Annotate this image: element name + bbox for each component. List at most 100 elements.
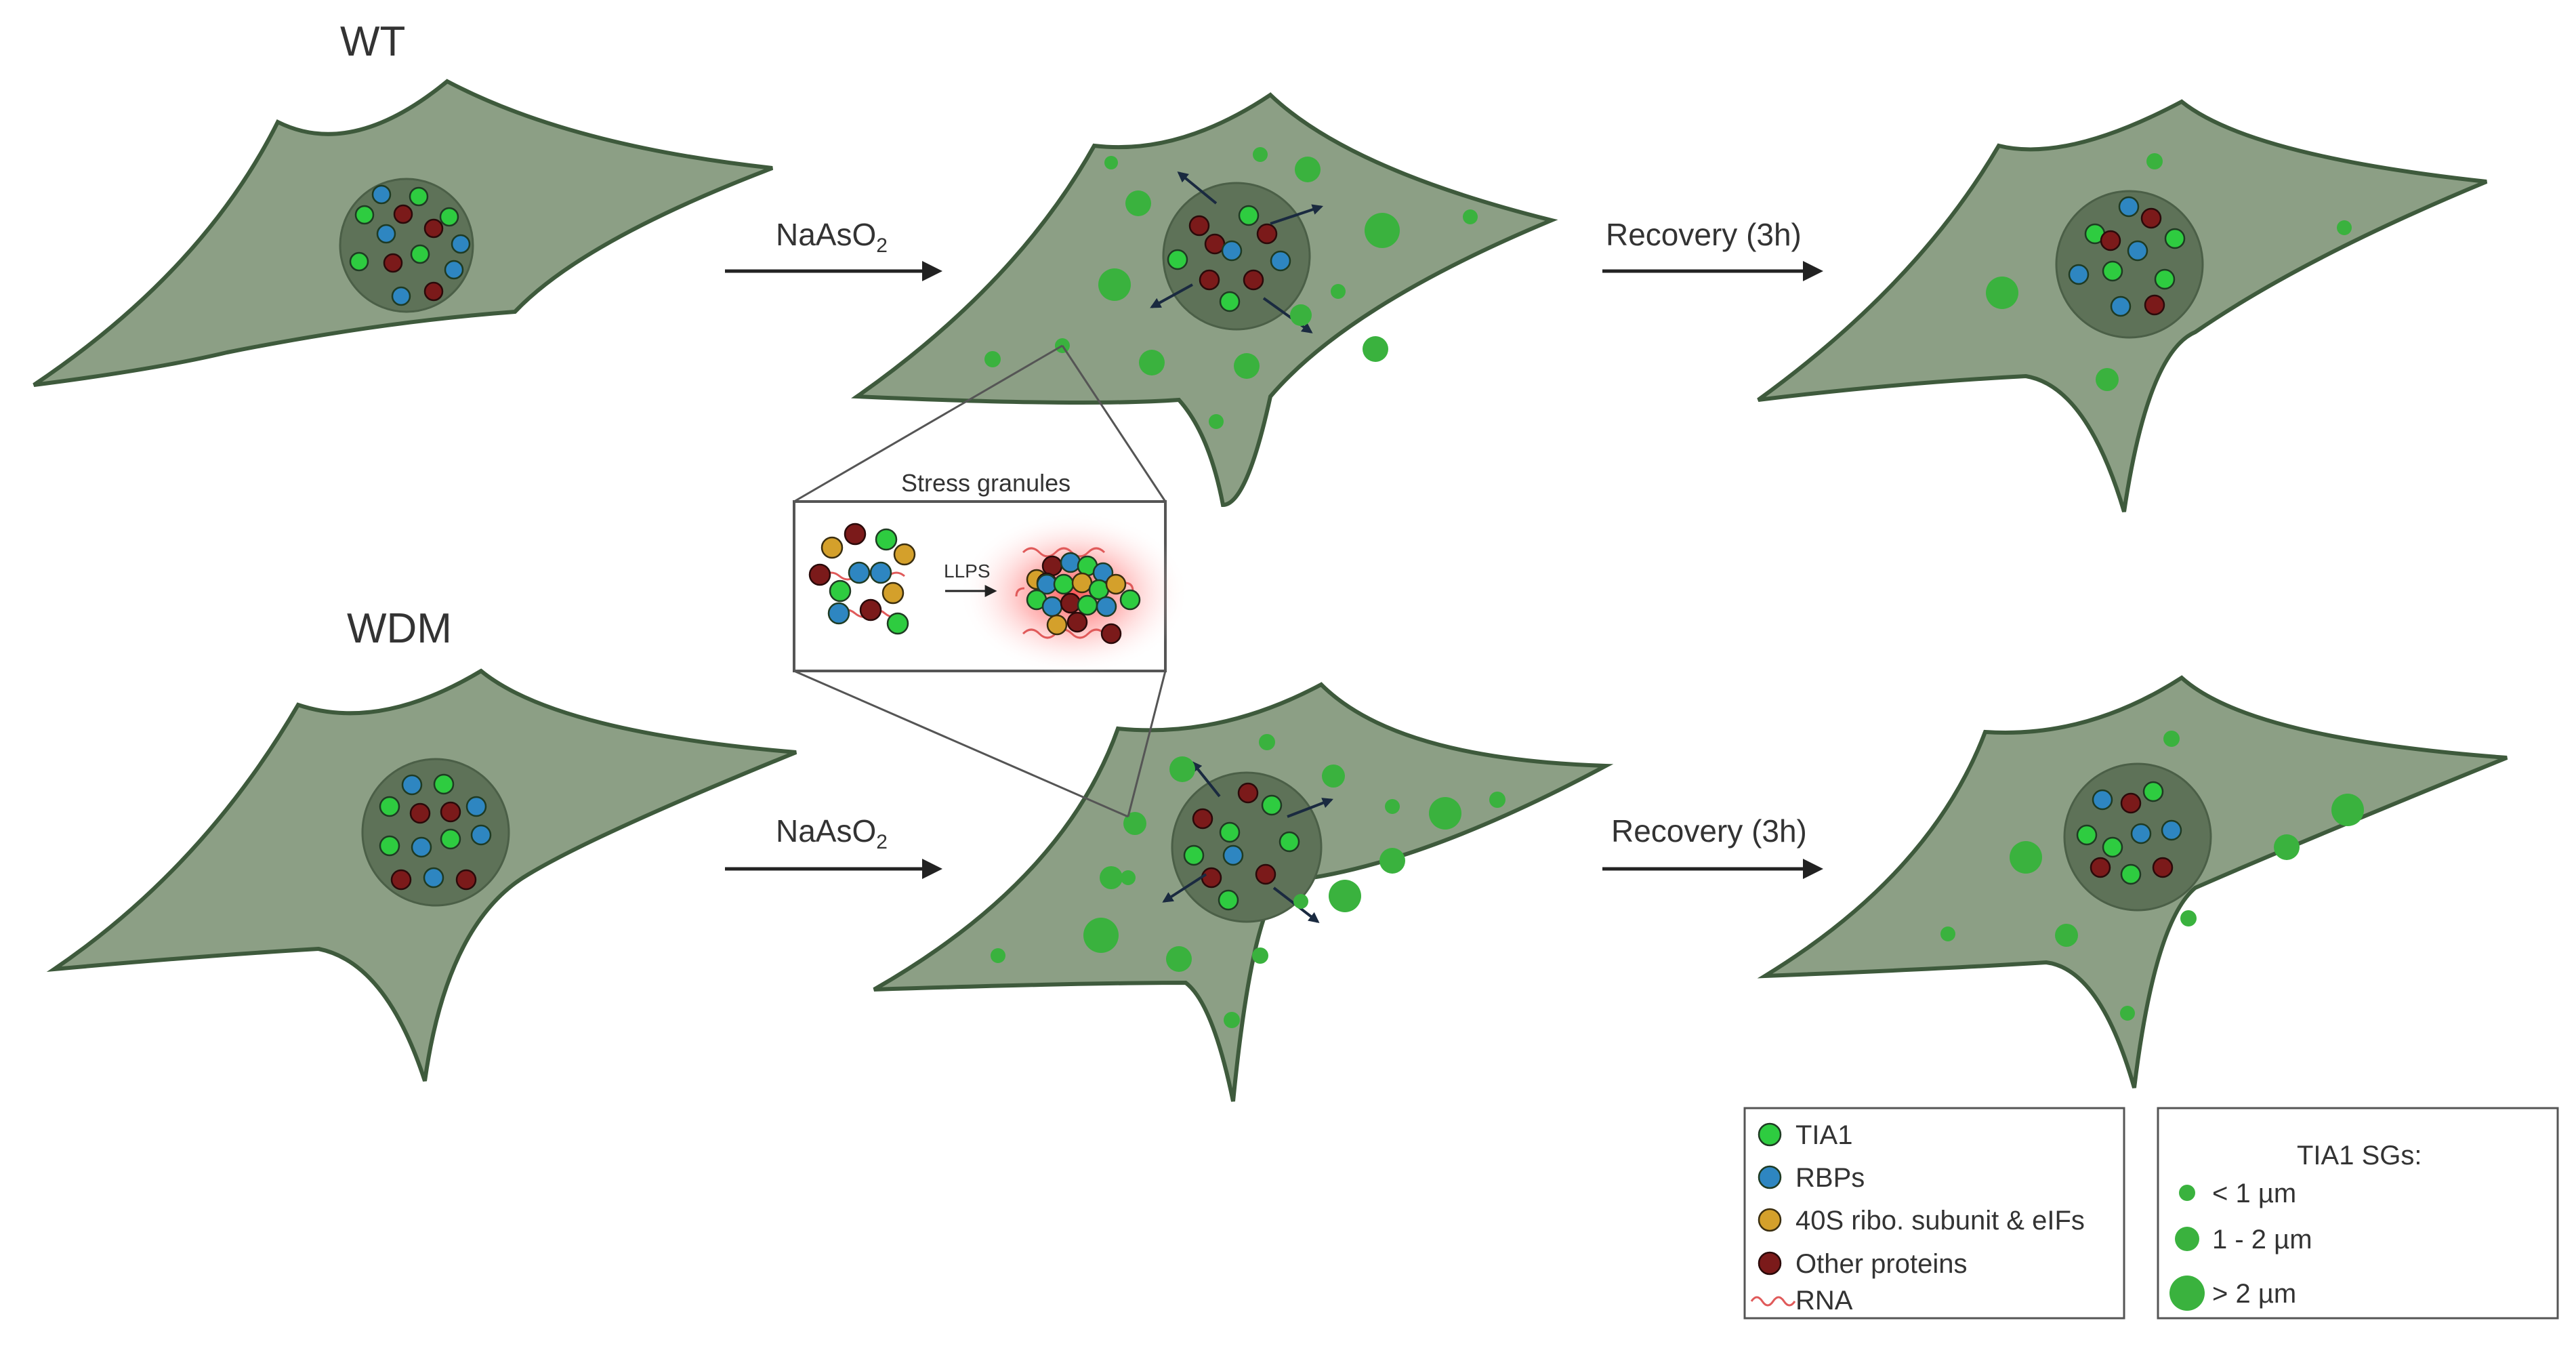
rbp-protein bbox=[2110, 295, 2132, 317]
arrow-wt-recovery: Recovery (3h) bbox=[1602, 217, 1823, 281]
sg-large bbox=[1365, 213, 1400, 248]
sg-small bbox=[1489, 792, 1505, 808]
ribo-protein bbox=[881, 582, 905, 605]
other-protein bbox=[1199, 269, 1220, 291]
sg-small bbox=[2163, 731, 2180, 747]
nucleus-proteins bbox=[2076, 781, 2182, 885]
tia1-protein bbox=[1119, 589, 1141, 611]
tia1-protein bbox=[1183, 844, 1205, 866]
sg-large bbox=[1083, 918, 1119, 953]
stress-granules bbox=[984, 147, 1478, 429]
tia1-protein bbox=[2164, 228, 2186, 249]
other-protein bbox=[844, 523, 867, 546]
tia1-protein bbox=[875, 528, 898, 551]
other-protein bbox=[1100, 623, 1122, 645]
rbp-protein bbox=[869, 561, 892, 584]
zoom-line bbox=[793, 344, 1063, 503]
rbp-protein bbox=[1041, 596, 1063, 617]
sg-size-legend: TIA1 SGs: < 1 µm 1 - 2 µm > 2 µm bbox=[2157, 1107, 2559, 1320]
sg-medium bbox=[1234, 353, 1260, 379]
protein-legend: TIA1 RBPs 40S ribo. subunit & eIFs Other… bbox=[1743, 1107, 2125, 1320]
cell-wdm-untreated bbox=[46, 668, 797, 1082]
other-protein bbox=[1255, 863, 1276, 885]
rbp-protein bbox=[423, 867, 444, 889]
other-protein bbox=[1237, 782, 1259, 804]
other-protein bbox=[423, 281, 444, 302]
rbp-protein bbox=[411, 836, 432, 858]
tia1-protein bbox=[829, 579, 852, 603]
tia1-protein bbox=[2102, 260, 2123, 282]
tia1-protein bbox=[349, 251, 369, 272]
tia1-protein bbox=[1219, 291, 1241, 312]
tia1-protein bbox=[1218, 889, 1239, 911]
other-protein bbox=[2144, 294, 2165, 316]
sg-medium bbox=[1100, 866, 1123, 889]
nucleus-proteins bbox=[2068, 196, 2186, 317]
condensed-granule bbox=[1015, 547, 1141, 645]
legend-label-other: Other proteins bbox=[1795, 1249, 1967, 1279]
tia1-protein bbox=[2142, 781, 2164, 802]
other-protein bbox=[2120, 792, 2142, 814]
sg-large bbox=[1098, 268, 1131, 301]
legend-box bbox=[2157, 1107, 2559, 1320]
rbp-protein bbox=[1096, 596, 1117, 617]
nucleus-proteins bbox=[1183, 782, 1300, 911]
dispersed-proteins bbox=[808, 523, 916, 635]
ribo-dot bbox=[1758, 1208, 1782, 1232]
tia1-protein bbox=[2120, 863, 2142, 885]
legend-label-ribo: 40S ribo. subunit & eIFs bbox=[1795, 1206, 2085, 1236]
zoom-line bbox=[1061, 345, 1167, 502]
sg-large bbox=[2331, 794, 2364, 826]
tia1-protein bbox=[1053, 573, 1075, 595]
nucleus bbox=[361, 758, 510, 907]
ribo-protein bbox=[1046, 614, 1068, 636]
rbp-protein bbox=[451, 234, 471, 254]
sg-medium bbox=[1125, 190, 1151, 216]
size-label-small: < 1 µm bbox=[2212, 1179, 2296, 1208]
legend-label-rbps: RBPs bbox=[1795, 1163, 1865, 1193]
tia1-protein bbox=[1077, 594, 1098, 616]
treatment-label-subscript: 2 bbox=[876, 831, 888, 853]
tia1-protein bbox=[1261, 794, 1283, 816]
ribo-protein bbox=[820, 536, 844, 559]
sg-small bbox=[1385, 799, 1400, 814]
treatment-label: NaAsO2 bbox=[776, 813, 888, 853]
other-protein bbox=[383, 253, 403, 273]
tia1-protein bbox=[2102, 836, 2123, 858]
zoom-line bbox=[793, 670, 1129, 818]
tia1-protein bbox=[439, 207, 459, 227]
other-protein bbox=[2152, 857, 2174, 878]
rbp-protein bbox=[2092, 789, 2113, 811]
sg-small bbox=[984, 351, 1001, 367]
rbp-protein bbox=[376, 224, 396, 244]
other-protein bbox=[455, 869, 477, 891]
sg-small bbox=[991, 948, 1005, 963]
rbp-protein bbox=[2068, 264, 2090, 285]
sg-small bbox=[1293, 894, 1308, 909]
tia1-protein bbox=[1238, 205, 1260, 226]
ribo-protein bbox=[893, 543, 916, 566]
treatment-label-main: NaAsO bbox=[776, 813, 876, 849]
sg-medium bbox=[1123, 812, 1146, 835]
legend-label-tia1: TIA1 bbox=[1795, 1120, 1852, 1150]
other-protein bbox=[390, 869, 412, 891]
sg-medium bbox=[2096, 368, 2119, 391]
rbp-protein bbox=[2127, 240, 2148, 262]
other-protein bbox=[1192, 808, 1213, 830]
rbp-protein bbox=[2161, 819, 2182, 841]
other-protein bbox=[1243, 269, 1264, 291]
size-label-large: > 2 µm bbox=[2212, 1279, 2296, 1309]
other-protein bbox=[859, 598, 882, 621]
sg-large bbox=[1429, 797, 1461, 830]
sg-small bbox=[1209, 414, 1224, 429]
sg-medium bbox=[1139, 350, 1165, 375]
sg-medium bbox=[1363, 336, 1388, 362]
sg-medium bbox=[1166, 946, 1192, 972]
legend-box bbox=[1743, 1107, 2125, 1320]
sg-medium bbox=[1169, 756, 1195, 782]
nucleus-proteins bbox=[379, 773, 492, 891]
tia1-protein bbox=[354, 205, 375, 225]
rbp-protein bbox=[371, 184, 392, 205]
rna-squiggle-icon bbox=[1750, 1296, 1796, 1307]
